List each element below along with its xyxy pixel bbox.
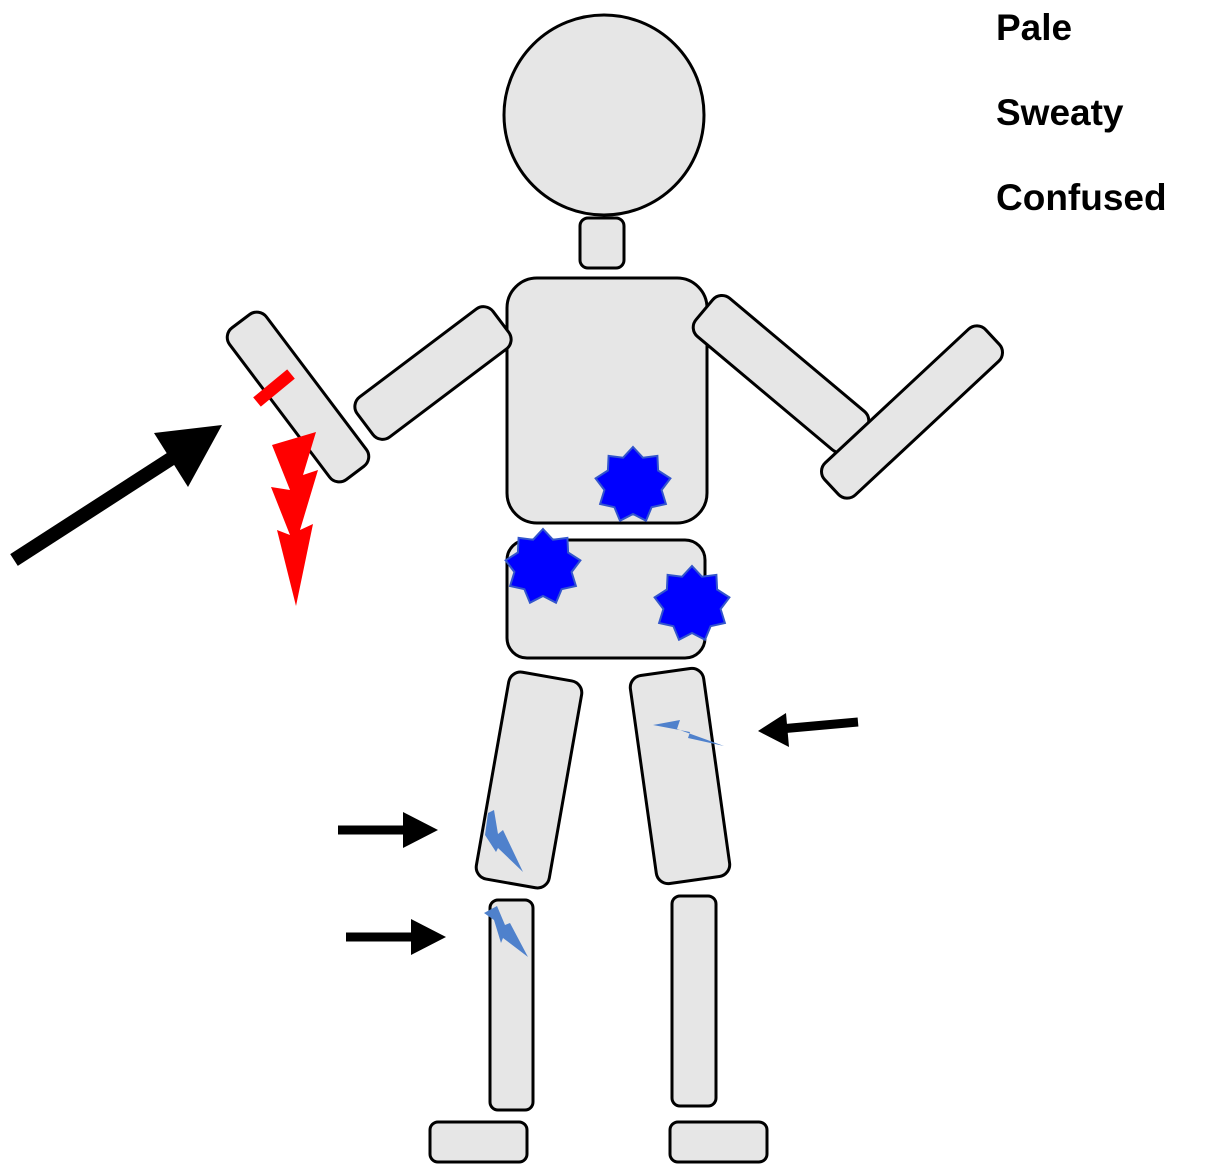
head xyxy=(504,15,704,215)
arrow-right-thigh-icon xyxy=(758,713,858,747)
right-thigh xyxy=(629,667,732,885)
right-upper-arm xyxy=(688,291,873,458)
left-thigh xyxy=(474,670,583,890)
symptom-sweaty: Sweaty xyxy=(996,93,1167,178)
symptom-confused: Confused xyxy=(996,178,1167,263)
red-lightning-bolt-icon xyxy=(271,432,318,606)
right-foot xyxy=(670,1122,767,1162)
symptom-list: Pale Sweaty Confused xyxy=(996,8,1167,263)
symptom-pale: Pale xyxy=(996,8,1167,93)
left-foot xyxy=(430,1122,527,1162)
arrow-left-shin-icon xyxy=(346,919,446,955)
right-shin xyxy=(672,896,716,1106)
neck xyxy=(580,218,624,268)
arrow-left-thigh-icon xyxy=(338,812,438,848)
left-upper-arm xyxy=(350,302,516,444)
